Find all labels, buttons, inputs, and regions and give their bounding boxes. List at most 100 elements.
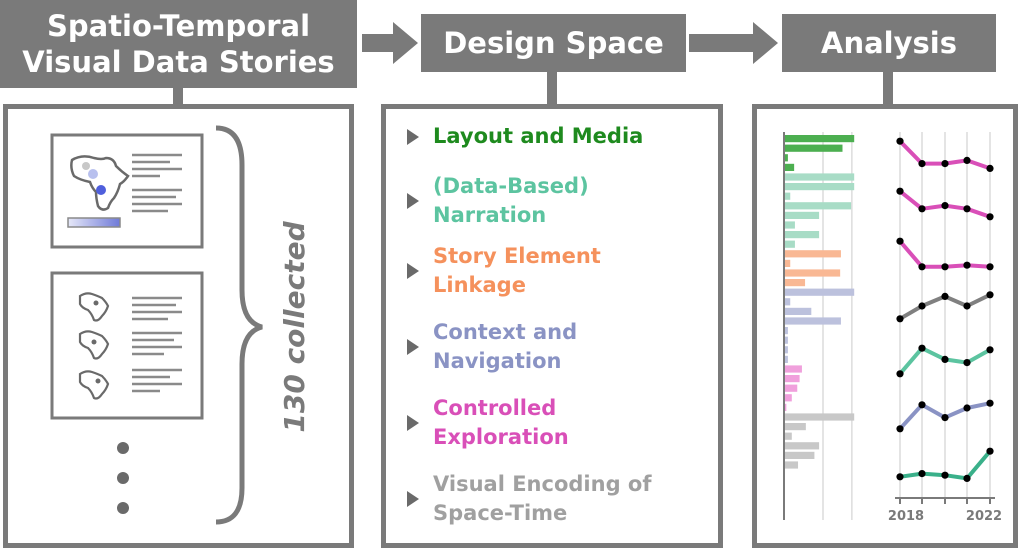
line-point [896, 473, 904, 481]
bar [784, 423, 806, 431]
line-point [918, 263, 926, 271]
bar [784, 432, 792, 440]
stories-header-line2: Visual Data Stories [22, 45, 335, 79]
line-point [963, 156, 971, 164]
bar [784, 221, 795, 229]
x-tick-label: 2022 [966, 509, 1002, 524]
connector-design-space [547, 72, 557, 106]
bar [784, 413, 855, 421]
line-point [896, 137, 904, 145]
line-point [896, 187, 904, 195]
design-space-item-label: Layout and Media [433, 124, 644, 148]
triangle-bullet-icon [407, 128, 419, 145]
ellipsis-dot [117, 442, 129, 454]
bar [784, 451, 815, 459]
design-space-item-label: Context and Navigation [433, 320, 578, 373]
bar [784, 144, 843, 152]
africa-map-icon [78, 370, 110, 400]
bar [784, 259, 791, 267]
bar [784, 135, 855, 143]
line-point [986, 263, 994, 271]
line-point [986, 447, 994, 455]
bar [784, 163, 795, 171]
line-point [896, 315, 904, 323]
line-point [986, 399, 994, 407]
line-point [918, 470, 926, 478]
line-point [941, 414, 949, 422]
line-point [918, 160, 926, 168]
bar [784, 365, 802, 373]
design-space-item: Layout and Media [407, 122, 643, 151]
bar [784, 211, 820, 219]
stories-header-line1: Spatio-Temporal [46, 9, 311, 43]
line-point [963, 302, 971, 310]
design-space-item-label: Visual Encoding of Space-Time [433, 472, 652, 525]
bar [784, 231, 820, 239]
bar [784, 288, 855, 296]
story-card [50, 271, 204, 420]
design-space-item: Visual Encoding of Space-Time [407, 470, 651, 528]
line-point [918, 344, 926, 352]
triangle-bullet-icon [407, 263, 419, 279]
triangle-bullet-icon [407, 339, 419, 355]
line-point [941, 292, 949, 300]
line-point [941, 160, 949, 168]
line-point [941, 471, 949, 479]
story-card [50, 133, 204, 249]
africa-map-icon [78, 292, 110, 322]
bar [784, 346, 788, 354]
line-point [963, 474, 971, 482]
line-point [896, 425, 904, 433]
design-space-item-label: (Data-Based) Narration [433, 174, 589, 227]
analysis-header: Analysis [782, 14, 996, 72]
triangle-bullet-icon [407, 415, 419, 431]
bar [784, 336, 788, 344]
bar [784, 461, 799, 469]
collected-count-label: 130 collected [278, 220, 311, 432]
design-space-item-label: Controlled Exploration [433, 396, 569, 449]
line-point [986, 346, 994, 354]
bar [784, 442, 820, 450]
bar [784, 183, 855, 191]
bar [784, 279, 806, 287]
design-space-item: Story Element Linkage [407, 242, 601, 300]
design-space-item-label: Story Element Linkage [433, 244, 601, 297]
bar [784, 394, 792, 402]
design-space-panel [381, 104, 723, 548]
line-point [963, 261, 971, 269]
line-point [918, 401, 926, 409]
bar [784, 250, 841, 258]
line-point [963, 404, 971, 412]
design-space-item: Controlled Exploration [407, 394, 569, 452]
triangle-bullet-icon [407, 193, 419, 209]
stories-panel [3, 104, 354, 548]
line-point [896, 370, 904, 378]
bar [784, 173, 855, 181]
stories-header: Spatio-Temporal Visual Data Stories [0, 0, 357, 88]
bar [784, 403, 787, 411]
ellipsis-dot [117, 472, 129, 484]
bar [784, 384, 798, 392]
bar [784, 317, 841, 325]
bar [784, 154, 788, 162]
connector-stories [173, 88, 183, 106]
connector-analysis [883, 72, 893, 106]
bar [784, 192, 791, 200]
line-point [986, 213, 994, 221]
color-legend [67, 217, 121, 228]
triangle-bullet-icon [407, 491, 419, 507]
line-point [986, 164, 994, 172]
line-point [941, 263, 949, 271]
line-point [941, 355, 949, 363]
bar [784, 269, 841, 277]
x-tick-label: 2018 [888, 509, 924, 524]
line-point [941, 202, 949, 210]
design-space-item: Context and Navigation [407, 318, 577, 376]
line-point [963, 205, 971, 213]
bar [784, 298, 791, 306]
bar [784, 355, 788, 363]
design-space-item: (Data-Based) Narration [407, 172, 589, 230]
line-point [918, 205, 926, 213]
